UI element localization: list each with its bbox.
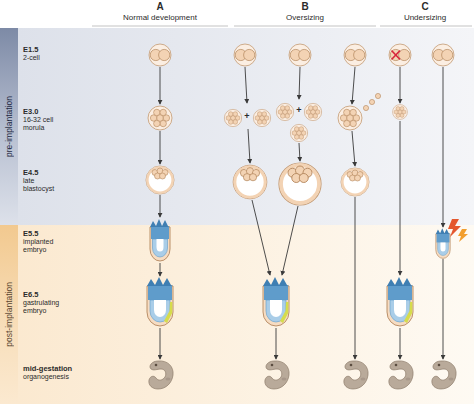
two-cell-embryo xyxy=(149,44,171,66)
morula xyxy=(304,103,321,120)
ablation-cross xyxy=(392,51,400,59)
stage-description: organogenesis xyxy=(23,373,93,381)
panel-letter: B xyxy=(255,1,355,13)
arrow xyxy=(443,67,444,227)
blastocyst xyxy=(279,163,321,205)
arrow xyxy=(400,121,401,275)
header-rule xyxy=(380,26,472,27)
plus-sign: + xyxy=(242,111,252,122)
two-cell-embryo xyxy=(389,44,411,66)
morula xyxy=(148,106,172,130)
header-rule xyxy=(234,26,376,27)
egg-cylinder xyxy=(436,228,450,258)
panel-title: Normal development xyxy=(90,13,230,23)
arrow xyxy=(299,143,300,161)
added-cell xyxy=(375,93,380,98)
band-label: post-implantation xyxy=(4,282,14,347)
arrow xyxy=(352,67,355,104)
morula xyxy=(393,105,408,120)
gastrulating-embryo xyxy=(263,277,289,326)
morula xyxy=(253,109,270,126)
added-cell xyxy=(363,105,368,110)
mid-gestation-embryo xyxy=(432,361,456,389)
post-implantation-background xyxy=(18,225,474,404)
arrow xyxy=(160,131,161,164)
arrow xyxy=(400,328,401,359)
development-arrows xyxy=(400,67,443,359)
pre-implantation-background xyxy=(18,28,474,225)
blastocyst xyxy=(341,168,369,196)
stage-code: E6.5 xyxy=(23,290,83,299)
stage-description: late blastocyst xyxy=(23,177,65,194)
morula xyxy=(224,109,241,126)
development-arrows xyxy=(160,67,161,359)
arrow xyxy=(400,67,401,103)
arrow xyxy=(299,67,300,99)
arrow xyxy=(160,195,161,217)
header-rule xyxy=(92,26,228,27)
panel-letter: A xyxy=(110,1,210,13)
egg-cylinder xyxy=(150,219,170,261)
added-cell xyxy=(369,99,374,104)
stage-code: mid-gestation xyxy=(23,364,93,373)
mid-gestation-embryo xyxy=(389,361,413,389)
panel-title: Oversizing xyxy=(235,13,375,23)
stage-code: E1.5 xyxy=(23,45,83,54)
development-arrows xyxy=(245,67,355,359)
arrow xyxy=(252,200,270,275)
two-cell-embryo xyxy=(432,44,454,66)
arrow xyxy=(282,206,298,275)
stage-code: E3.0 xyxy=(23,107,83,116)
arrow xyxy=(160,263,161,276)
band-label: pre-implantation xyxy=(4,96,14,157)
morula xyxy=(338,106,362,130)
arrow xyxy=(355,197,356,359)
stage-description: gastrulating embryo xyxy=(23,299,75,316)
two-cell-embryo xyxy=(289,44,311,66)
morula xyxy=(290,124,307,141)
panel-title: Undersizing xyxy=(378,13,472,23)
blastocyst xyxy=(233,165,267,199)
arrow xyxy=(276,328,277,359)
stage-code: E4.5 xyxy=(23,168,83,177)
mid-gestation-embryo xyxy=(149,361,173,389)
mid-gestation-embryo xyxy=(344,361,368,389)
stage-description: 16-32 cell morula xyxy=(23,116,69,133)
stage-description: implanted embryo xyxy=(23,238,65,255)
mid-gestation-embryo xyxy=(265,361,289,389)
arrow xyxy=(245,67,247,103)
panel-letter: C xyxy=(375,1,474,13)
arrow xyxy=(248,129,250,163)
blastocyst xyxy=(146,166,174,194)
cross-stroke xyxy=(392,51,400,59)
gastrulating-embryo xyxy=(387,277,413,326)
arrow xyxy=(443,259,444,359)
stage-description: 2-cell xyxy=(23,54,83,62)
cross-stroke xyxy=(392,51,400,59)
morula xyxy=(276,103,293,120)
two-cell-embryo xyxy=(234,44,256,66)
gastrulating-embryo xyxy=(147,277,173,326)
two-cell-embryo xyxy=(344,44,366,66)
arrow xyxy=(352,131,355,166)
stage-code: E5.5 xyxy=(23,229,83,238)
stage-band: pre-implantation xyxy=(0,28,18,225)
arrow xyxy=(160,67,161,104)
plus-sign: + xyxy=(294,105,304,116)
stage-band: post-implantation xyxy=(0,225,18,404)
arrow xyxy=(160,328,161,359)
lightning-bolt xyxy=(458,229,468,242)
